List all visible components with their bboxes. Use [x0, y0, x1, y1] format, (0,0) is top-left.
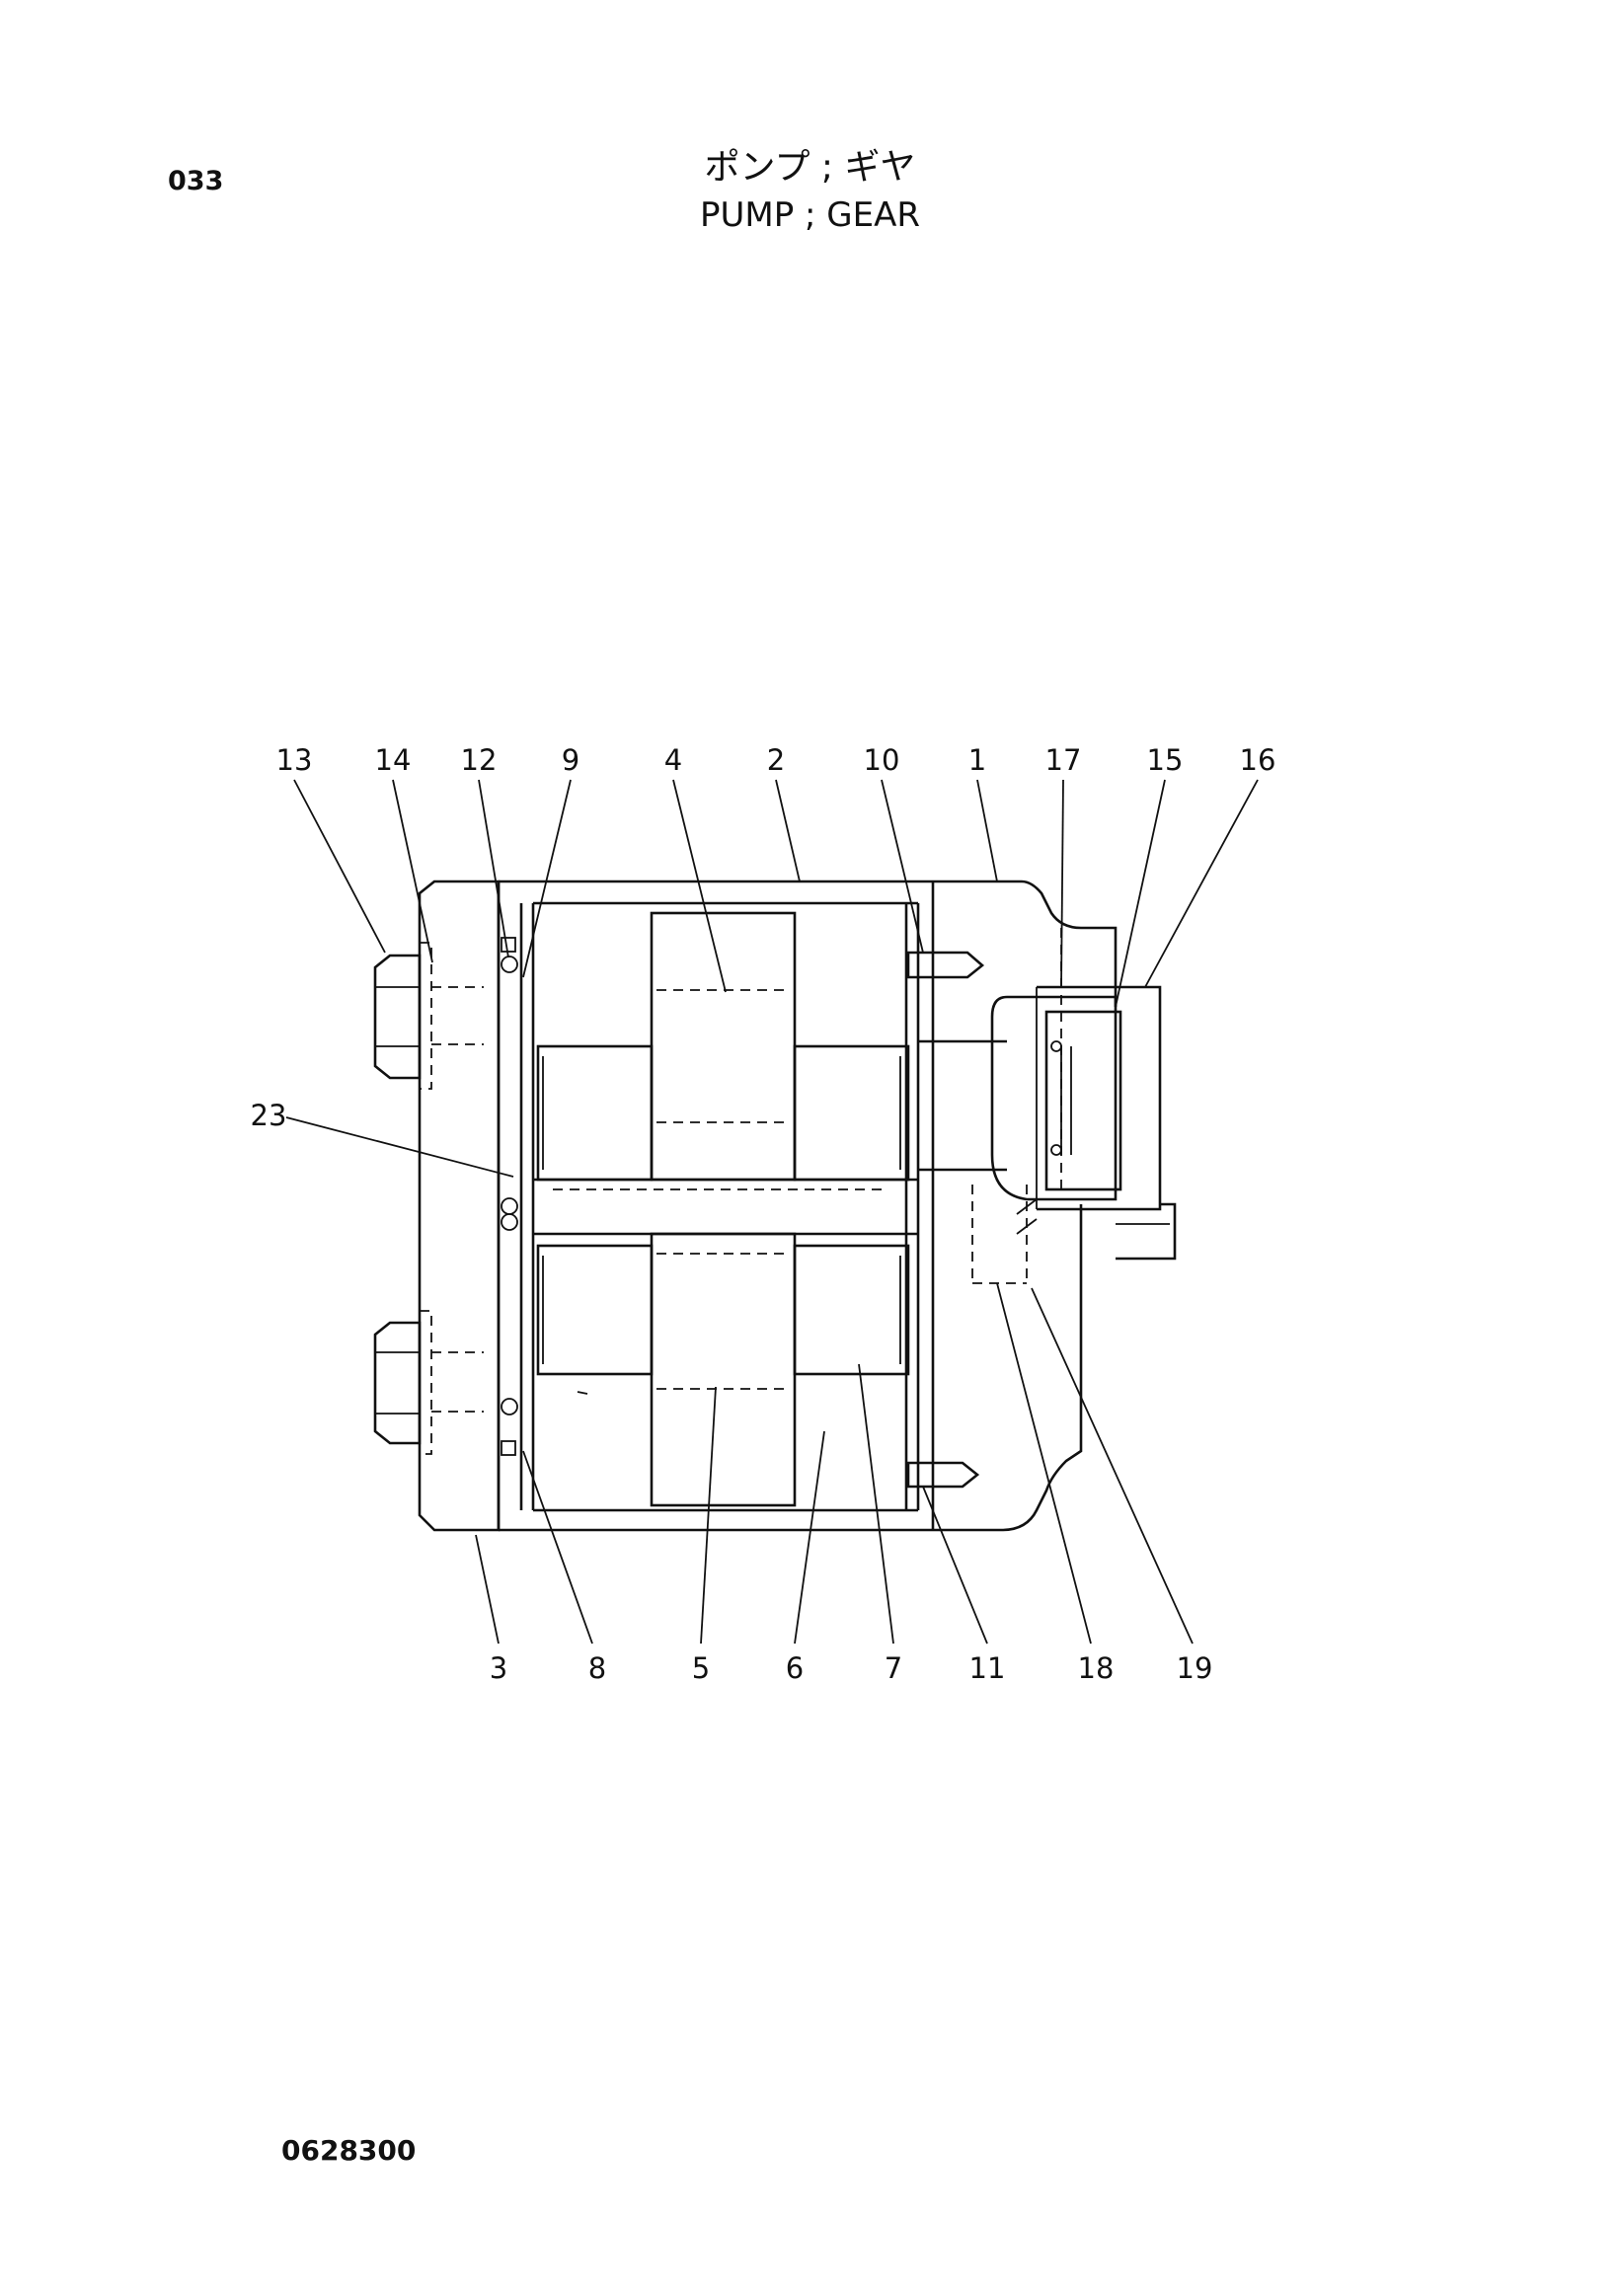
callout-5: 5 — [692, 1651, 710, 1685]
drawing-number: 0628300 — [281, 2134, 417, 2167]
callout-6: 6 — [786, 1651, 804, 1685]
callout-10: 10 — [864, 743, 900, 777]
callouts-top: 13 14 12 9 4 2 10 1 17 15 16 — [276, 743, 1276, 777]
callout-4: 4 — [664, 743, 682, 777]
gear-centre-band — [533, 1178, 918, 1236]
callout-15: 15 — [1147, 743, 1184, 777]
callout-14: 14 — [375, 743, 412, 777]
callout-2: 2 — [767, 743, 785, 777]
pump-housing — [418, 880, 1118, 1532]
page-code: 033 — [168, 166, 224, 196]
callout-1: 1 — [968, 743, 986, 777]
leader-lines — [285, 779, 1259, 1645]
dowel-pins — [906, 951, 985, 1489]
callout-11: 11 — [969, 1651, 1006, 1685]
callouts-bottom: 3 8 5 6 7 11 18 19 — [490, 1651, 1213, 1685]
bolt-upper — [373, 942, 484, 1090]
bolt-lower — [373, 1310, 484, 1455]
gear-drive — [536, 911, 910, 1182]
gear-driven — [536, 1232, 910, 1507]
title-english: PUMP ; GEAR — [699, 195, 920, 235]
callout-9: 9 — [562, 743, 579, 777]
callout-12: 12 — [461, 743, 498, 777]
drive-shaft — [918, 928, 1177, 1261]
callout-18: 18 — [1078, 1651, 1115, 1685]
title-japanese: ポンプ ; ギヤ — [704, 147, 916, 188]
callout-3: 3 — [490, 1651, 507, 1685]
callout-16: 16 — [1240, 743, 1276, 777]
callout-13: 13 — [276, 743, 313, 777]
callout-23: 23 — [251, 1099, 287, 1132]
callout-19: 19 — [1177, 1651, 1213, 1685]
side-plates — [501, 901, 920, 1512]
callout-17: 17 — [1045, 743, 1082, 777]
callout-8: 8 — [588, 1651, 606, 1685]
callouts-left: 23 — [251, 1099, 287, 1132]
port-plug — [971, 1185, 1038, 1284]
callout-7: 7 — [885, 1651, 902, 1685]
